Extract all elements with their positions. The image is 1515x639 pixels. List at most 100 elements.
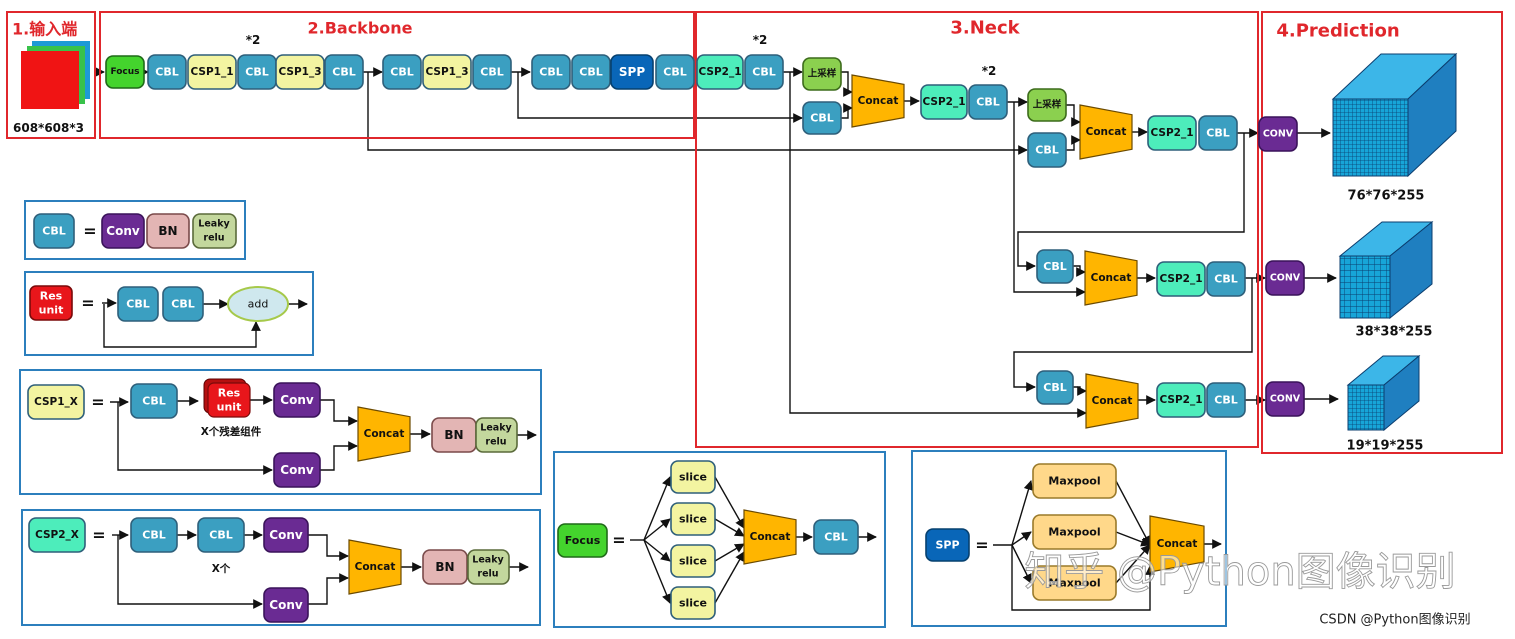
leaky-relu-block (192, 213, 237, 249)
cbl-block (1036, 370, 1074, 405)
res-unit-block (29, 285, 73, 321)
csp1-1-block (187, 54, 237, 90)
conv-out-2-label: CONV (1270, 273, 1301, 284)
cbl-block-label: CBL (209, 529, 232, 542)
csdn-watermark: CSDN @Python图像识别 (1319, 613, 1470, 628)
cbl-block (655, 54, 695, 90)
equals: = (91, 393, 104, 412)
concat-label: Concat (1091, 272, 1132, 284)
maxpool-block (1032, 565, 1117, 601)
unit-label: unit (39, 304, 64, 317)
cbl-block-label: CBL (142, 529, 165, 542)
connector (517, 72, 803, 123)
cbl-block (571, 54, 611, 90)
cbl-block-label: CBL (1214, 394, 1237, 407)
nodes-layer (6, 11, 1503, 628)
cbl-block-label: CBL (663, 66, 686, 79)
connector (714, 551, 745, 604)
equals: = (612, 531, 625, 550)
spp-block (925, 528, 970, 562)
cbl-block-label: CBL (752, 66, 775, 79)
csp2-x-block (28, 517, 86, 553)
cbl-block (33, 213, 75, 249)
conv-block-label: Conv (280, 393, 314, 407)
input-dim-label: 608*608*3 (13, 121, 84, 135)
concat-block-2 (1079, 104, 1133, 160)
connector (789, 72, 1087, 418)
csp2-1-block-4 (1156, 261, 1206, 297)
csp2-x-block-label: CSP2_X (35, 529, 79, 541)
cbl-block-label: CBL (1035, 144, 1058, 157)
conv-block-label: Conv (269, 598, 303, 612)
slice-block (670, 544, 716, 578)
connector (320, 441, 358, 471)
focus-block-label: Focus (565, 534, 601, 547)
repeat-label: *2 (246, 33, 261, 47)
output-cube-76-side (1407, 52, 1457, 178)
spp-block-label: SPP (619, 65, 645, 79)
relu-label: relu (477, 569, 498, 580)
equals: = (92, 526, 105, 545)
maxpool-block (1032, 514, 1117, 550)
cbl-block-label: CBL (810, 112, 833, 125)
legend-res-frame (24, 271, 314, 356)
conv-block (101, 213, 145, 249)
connector (308, 534, 349, 561)
connector (1066, 104, 1081, 127)
cbl-block-label: CBL (42, 225, 65, 238)
conv-out-3-label: CONV (1270, 394, 1301, 405)
cbl-block-label: CBL (245, 66, 268, 79)
cbl-block (1206, 261, 1246, 297)
concat-label: Concat (1092, 395, 1133, 407)
cbl-block-label: CBL (155, 66, 178, 79)
connector-lines (94, 67, 1339, 611)
cbl-block-label: CBL (1214, 273, 1237, 286)
cbl-block (968, 84, 1008, 120)
conv-out-2 (1265, 260, 1305, 296)
section-neck-frame (695, 11, 1259, 448)
section-prediction-title: 4.Prediction (1276, 21, 1399, 42)
output-dim-76: 76*76*255 (1348, 189, 1425, 204)
x-n-label: X个 (212, 562, 231, 575)
connector (1073, 386, 1087, 396)
cbl-block (147, 54, 187, 90)
connector (841, 103, 853, 119)
concat-block-focus (743, 509, 797, 565)
cbl-block-label: CBL (976, 96, 999, 109)
maxpool-block-label: Maxpool (1048, 475, 1100, 488)
leaky-label: Leaky (480, 423, 512, 434)
connector (1011, 531, 1032, 546)
csp2-1-block-3 (1147, 115, 1197, 151)
relu-label: relu (203, 233, 224, 244)
cbl-block (472, 54, 512, 90)
csp2-1-block (696, 54, 744, 90)
repeat-label-neck2: *2 (982, 64, 997, 78)
connector (1115, 531, 1151, 547)
output-cube-38-side (1389, 220, 1433, 320)
conv-out-1 (1258, 116, 1298, 152)
conv-block-label: Conv (269, 528, 303, 542)
connector (320, 399, 358, 426)
equals: = (81, 294, 94, 313)
upsample-block-2-label: 上采样 (1033, 99, 1062, 111)
conv-block (273, 382, 321, 418)
csp2-1-block-5 (1156, 382, 1206, 418)
legend-cbl-frame (24, 200, 246, 260)
csp1-3-block (275, 54, 325, 90)
concat-label: Concat (750, 531, 791, 543)
cbl-block (117, 286, 159, 322)
concat-label: Concat (858, 95, 899, 107)
slice-block-label: slice (679, 555, 707, 568)
csp2-1-block-4-label: CSP2_1 (1159, 273, 1202, 285)
concat-block-1 (851, 74, 905, 128)
connector (1011, 544, 1032, 584)
connector (643, 539, 671, 562)
unit-label: unit (217, 401, 242, 414)
csp1-x-block (27, 384, 85, 420)
cbl-block-label: CBL (1206, 127, 1229, 140)
concat-label: Concat (364, 428, 405, 440)
add-label: add (248, 298, 269, 311)
connector (1073, 265, 1086, 277)
csp1-1-block-label: CSP1_1 (190, 66, 233, 78)
